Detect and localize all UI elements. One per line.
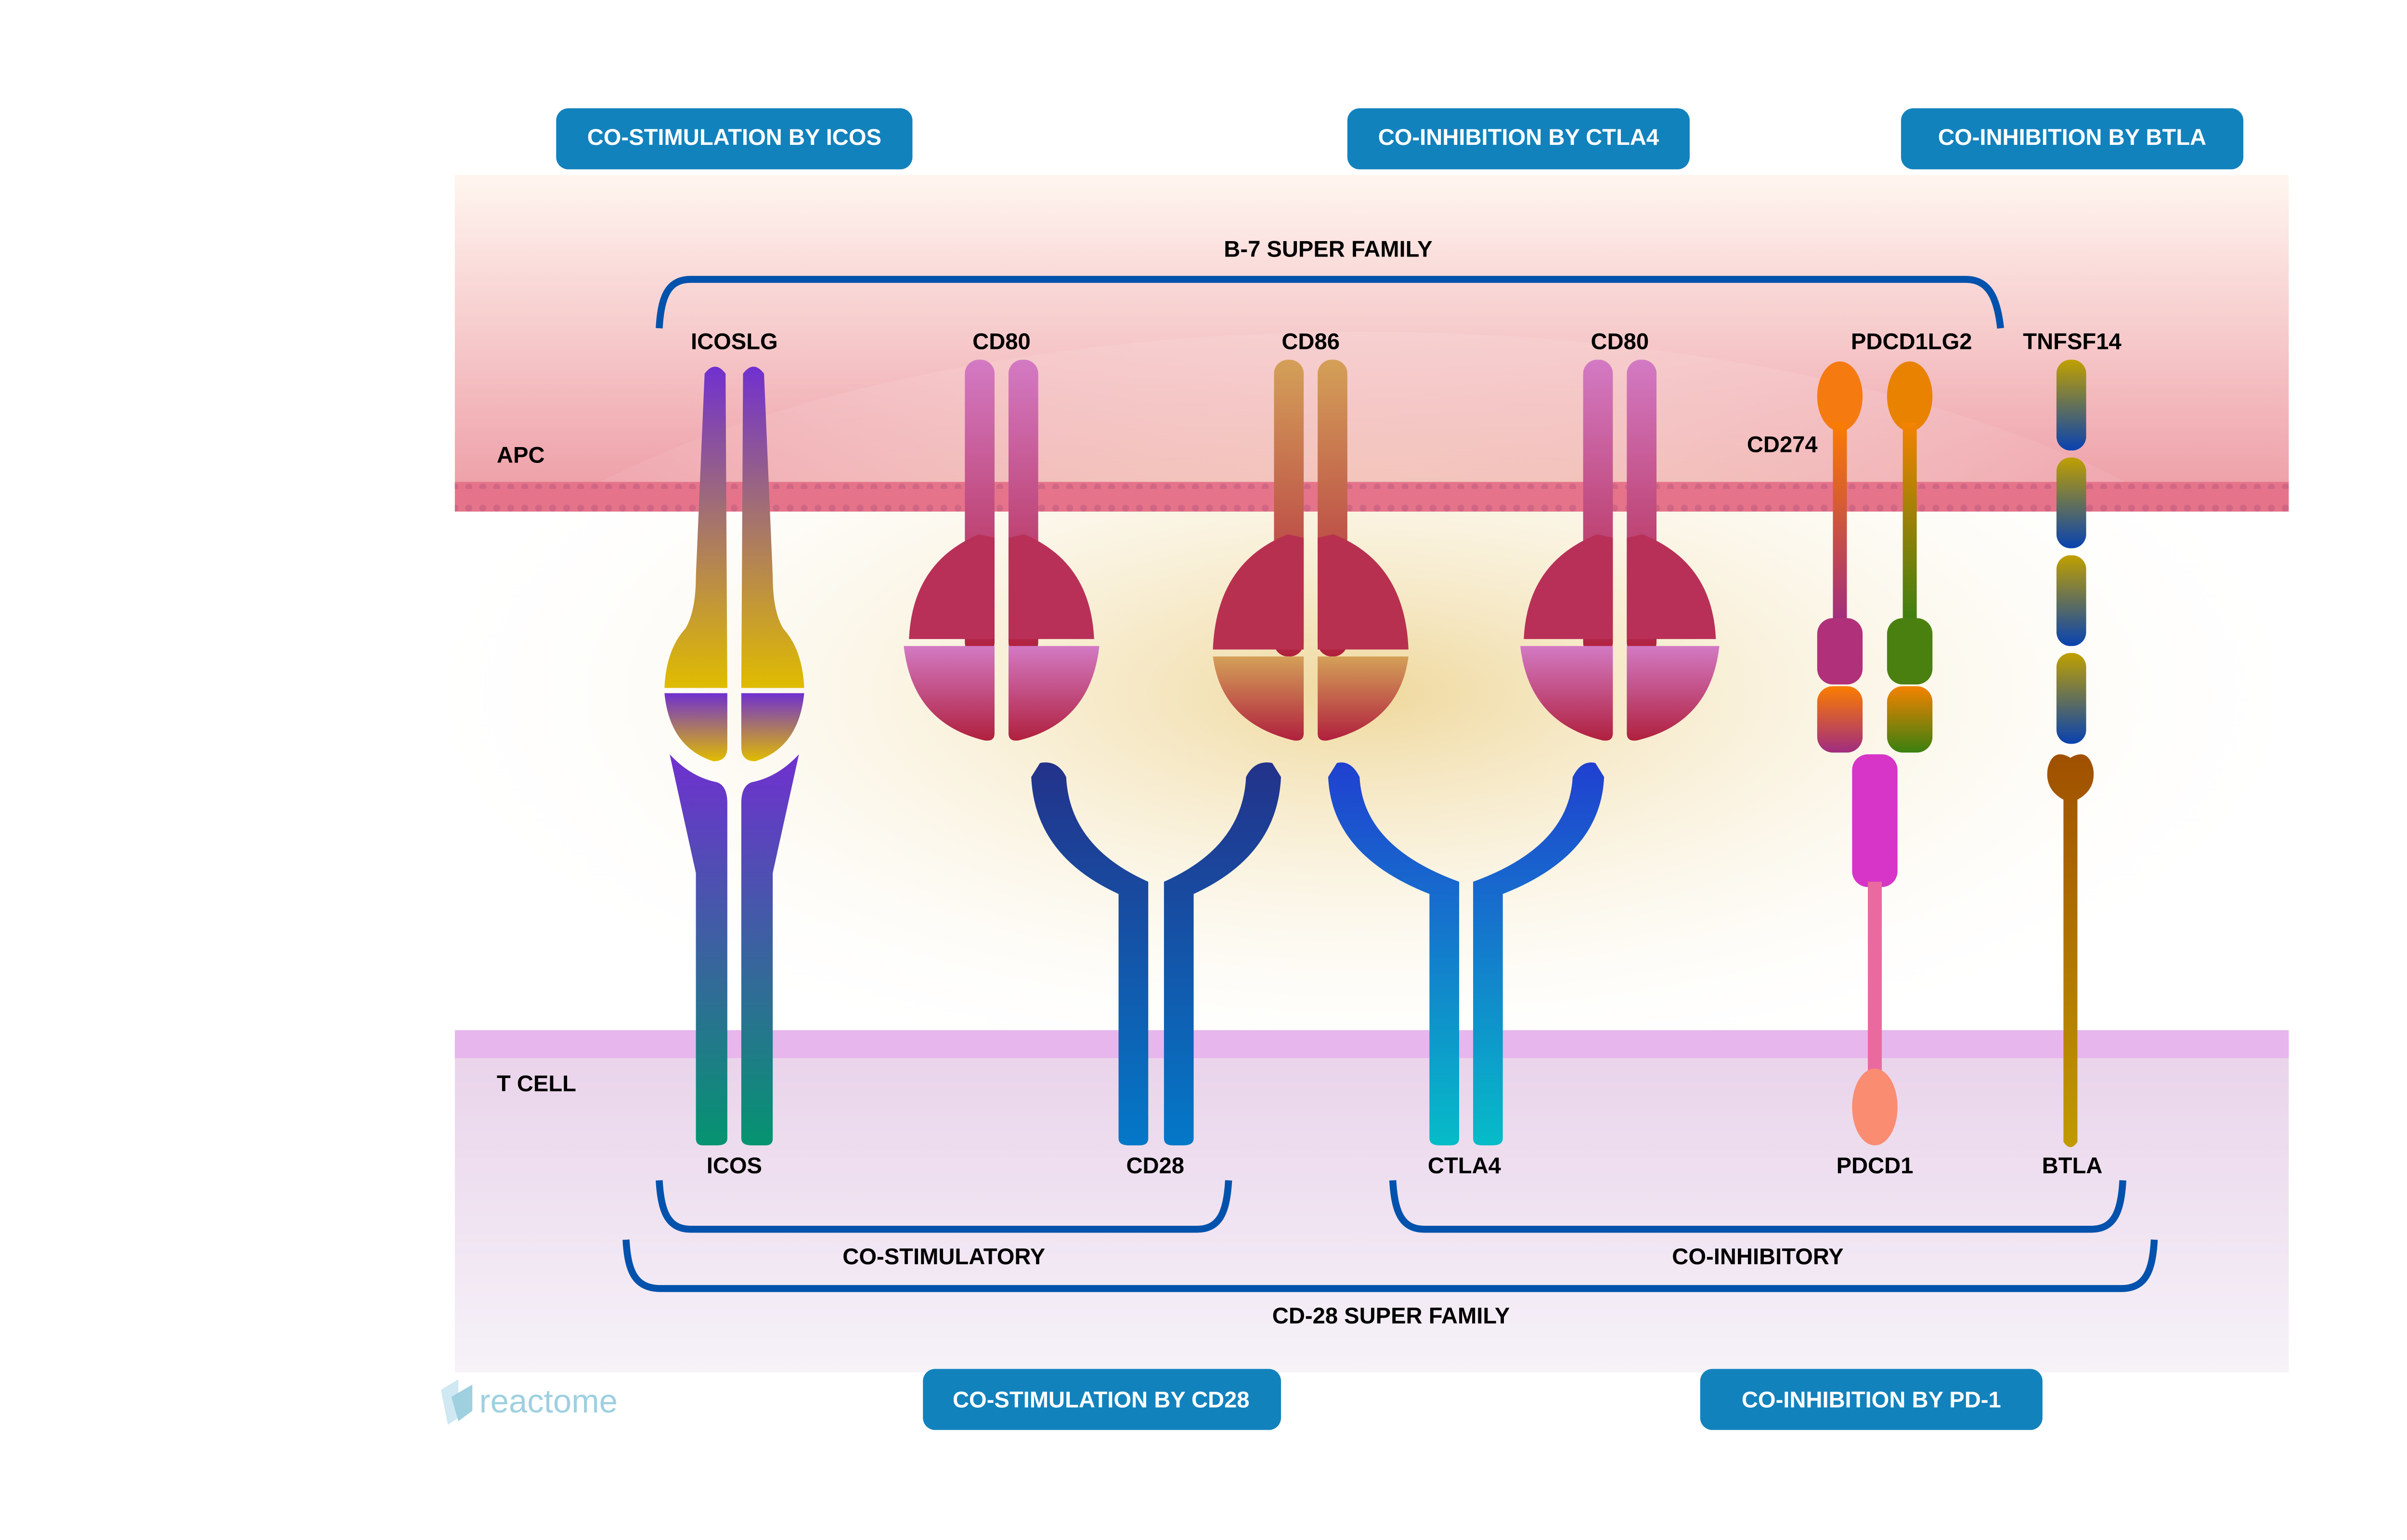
reactome-logo-icon <box>451 1385 473 1422</box>
ligand-label: CD274 <box>1747 432 1818 457</box>
cd28-bracket <box>622 1239 2158 1292</box>
ligand-label: CD80 <box>972 329 1031 354</box>
button-label: CO-INHIBITION BY BTLA <box>1938 124 2206 150</box>
synapse-glow <box>385 332 2342 1135</box>
pdcd1-protein <box>1852 754 1898 1146</box>
cd28-family-label: CD-28 SUPER FAMILY <box>1272 1303 1510 1328</box>
receptor-label: BTLA <box>2042 1153 2103 1178</box>
co-inhibition-pd1-button[interactable]: CO-INHIBITION BY PD-1 <box>1700 1369 2043 1430</box>
coinhibitory-label: CO-INHIBITORY <box>1672 1244 1843 1269</box>
receptor-label: PDCD1 <box>1837 1153 1914 1178</box>
reactome-logo-text: reactome <box>479 1383 618 1420</box>
ligand-label: CD80 <box>1591 329 1649 354</box>
cd80-protein-left <box>904 359 1100 741</box>
receptor-label: CD28 <box>1126 1153 1184 1178</box>
apc-membrane-dots <box>454 504 2289 512</box>
cd80-protein-right <box>1520 359 1720 741</box>
icoslg-protein <box>664 366 804 761</box>
apc-label: APC <box>497 442 545 467</box>
receptor-label: CTLA4 <box>1428 1153 1501 1178</box>
co-inhibition-btla-button[interactable]: CO-INHIBITION BY BTLA <box>1901 108 2244 169</box>
tcell-membrane <box>454 1030 2289 1058</box>
ligand-label: TNFSF14 <box>2023 329 2121 354</box>
tnfsf14-protein <box>2056 359 2086 744</box>
btla-protein <box>2047 754 2094 1147</box>
button-label: CO-INHIBITION BY CTLA4 <box>1378 124 1659 150</box>
tcell-label: T CELL <box>497 1071 576 1096</box>
apc-membrane-dots <box>454 482 2289 489</box>
button-label: CO-STIMULATION BY CD28 <box>953 1386 1250 1412</box>
co-stimulation-icos-button[interactable]: CO-STIMULATION BY ICOS <box>556 108 913 169</box>
ctla4-protein <box>1328 762 1605 1146</box>
pdcd1lg2-protein <box>1887 361 1933 753</box>
b7-family-label: B-7 SUPER FAMILY <box>1224 236 1432 261</box>
button-label: CO-INHIBITION BY PD-1 <box>1742 1386 2001 1412</box>
coinhibitory-bracket <box>1389 1180 2126 1233</box>
ligand-label: ICOSLG <box>691 329 778 354</box>
co-stimulation-cd28-button[interactable]: CO-STIMULATION BY CD28 <box>923 1369 1281 1430</box>
cd28-protein <box>1031 762 1281 1146</box>
co-inhibition-ctla4-button[interactable]: CO-INHIBITION BY CTLA4 <box>1347 108 1690 169</box>
icos-protein <box>670 754 799 1146</box>
ligand-label: PDCD1LG2 <box>1851 329 1972 354</box>
button-label: CO-STIMULATION BY ICOS <box>587 124 881 150</box>
b7-bracket <box>656 276 2004 329</box>
reactome-logo: reactome <box>440 1379 618 1425</box>
receptor-label: ICOS <box>707 1153 762 1178</box>
cd274-protein <box>1817 361 1863 753</box>
costimulatory-bracket <box>656 1180 1232 1233</box>
reactome-logo-icon <box>440 1379 459 1425</box>
ligand-label: CD86 <box>1281 329 1340 354</box>
costimulatory-label: CO-STIMULATORY <box>842 1244 1045 1269</box>
cd86-protein <box>1213 359 1409 741</box>
